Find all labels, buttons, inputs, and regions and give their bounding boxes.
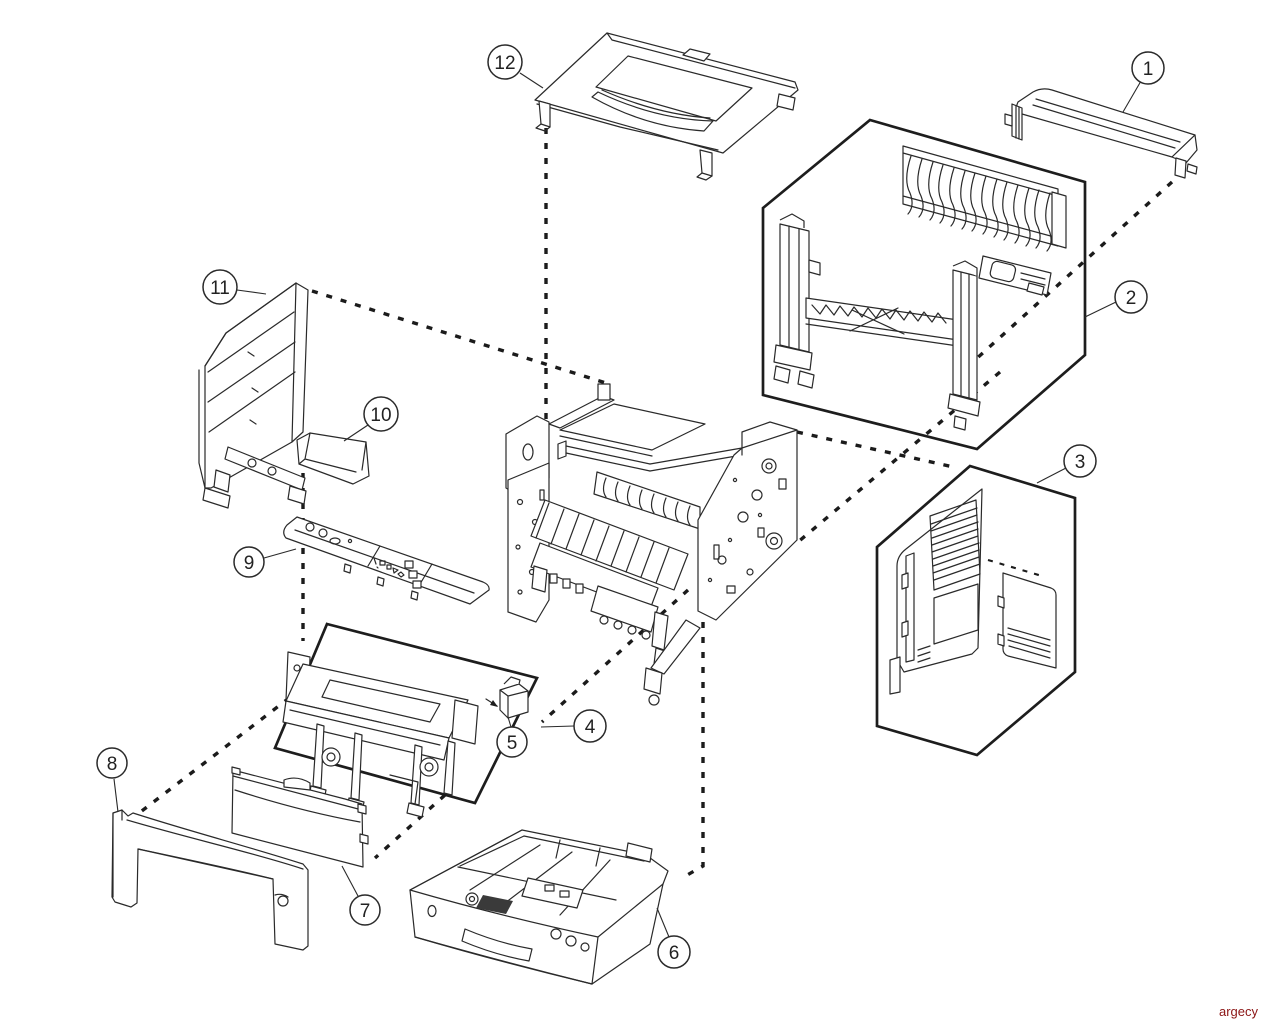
assembly-dashed-lines xyxy=(128,128,1174,880)
callout-3-circle xyxy=(1063,444,1097,478)
callout-7: 7 xyxy=(341,865,381,926)
callout-1: 1 xyxy=(1122,51,1165,113)
callout-5-label: 5 xyxy=(507,733,518,754)
part-side-panel xyxy=(198,282,309,509)
part-front-bezel xyxy=(111,809,309,951)
callout-2: 2 xyxy=(1084,280,1148,318)
dash-box4-to-door xyxy=(373,793,447,860)
callout-5: 5 xyxy=(496,716,528,758)
callout-3-label: 3 xyxy=(1075,452,1086,473)
callout-2-label: 2 xyxy=(1126,288,1137,309)
callout-11-circle xyxy=(202,269,238,305)
callout-1-circle xyxy=(1131,51,1165,85)
callout-10-circle xyxy=(363,396,399,432)
callout-7-label: 7 xyxy=(360,901,371,922)
callout-11-label: 11 xyxy=(210,278,230,299)
dash-chassis-to-box3 xyxy=(796,430,959,470)
part-top-cover xyxy=(534,32,799,181)
callout-8: 8 xyxy=(96,747,128,813)
dash-chassis-to-tray xyxy=(681,577,705,880)
callout-2-circle xyxy=(1114,280,1148,314)
callout-12: 12 xyxy=(487,44,544,89)
callout-4-label: 4 xyxy=(585,717,596,738)
status-icons xyxy=(373,557,379,569)
group-box-2 xyxy=(761,118,1087,451)
callout-11: 11 xyxy=(202,269,267,305)
callout-4: 4 xyxy=(540,709,607,743)
callout-9: 9 xyxy=(233,546,297,578)
callout-12-circle xyxy=(487,44,523,80)
part-paper-tray xyxy=(409,829,669,985)
part-imaging-assembly xyxy=(282,651,479,818)
callout-6-circle xyxy=(657,935,691,969)
callout-8-label: 8 xyxy=(107,754,118,775)
callout-9-label: 9 xyxy=(244,553,255,574)
callout-6: 6 xyxy=(656,907,691,969)
printer-chassis xyxy=(505,383,798,706)
part-rear-cover xyxy=(1004,88,1198,179)
part-rear-frame-assembly xyxy=(773,145,1067,431)
callout-3: 3 xyxy=(1036,444,1097,484)
callout-9-circle xyxy=(233,546,265,578)
callout-12-label: 12 xyxy=(494,53,515,74)
part-small-cover xyxy=(296,432,370,485)
group-box-3 xyxy=(875,464,1077,757)
callout-10: 10 xyxy=(343,396,399,442)
callout-10-label: 10 xyxy=(370,405,391,426)
dash-side-panel-to-chassis xyxy=(311,289,607,385)
callout-5-circle xyxy=(496,726,528,758)
callout-6-label: 6 xyxy=(669,943,680,964)
callout-8-circle xyxy=(96,747,128,779)
watermark-text: argecy xyxy=(1219,1004,1259,1019)
callout-7-circle xyxy=(349,894,381,926)
callout-1-label: 1 xyxy=(1143,59,1154,80)
part-side-cover-assembly xyxy=(889,488,1057,695)
part-sensor xyxy=(485,676,529,719)
dash-door xyxy=(987,558,1043,578)
part-front-door xyxy=(231,766,369,868)
callout-4-circle xyxy=(573,709,607,743)
dash-chassis-to-box4 xyxy=(540,588,690,724)
part-operator-panel xyxy=(283,516,490,605)
